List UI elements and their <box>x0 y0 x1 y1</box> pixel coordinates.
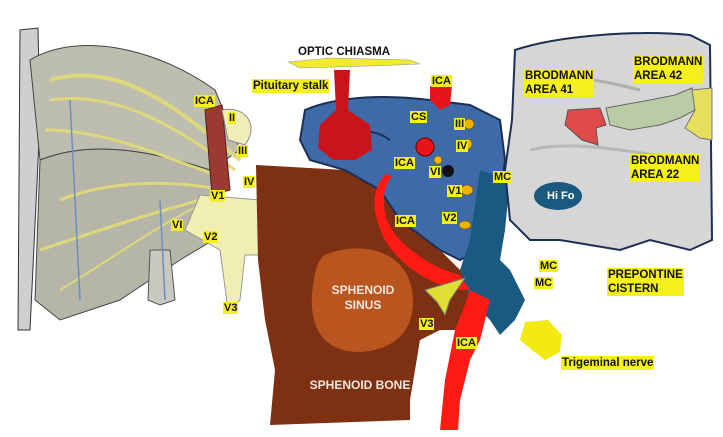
label-center-ica-mid: ICA <box>394 157 415 169</box>
label-center-ica-bottom: ICA <box>456 337 477 349</box>
label-brodmann-22: BRODMANN AREA 22 <box>630 154 701 182</box>
orbit-dissection <box>17 27 277 331</box>
label-prepontine-cistern: PREPONTINE CISTERN <box>607 268 684 296</box>
label-center-v1: V1 <box>447 185 463 197</box>
label-center-iii: III <box>454 118 466 130</box>
label-brodmann-41: BRODMANN AREA 41 <box>524 69 595 97</box>
label-optic-chiasma: OPTIC CHIASMA <box>298 46 390 58</box>
label-sphenoid-sinus: SPHENOID SINUS <box>331 283 395 312</box>
label-left-v3: V3 <box>223 302 239 314</box>
label-hippocampal-formation: Hi Fo <box>547 190 575 202</box>
label-center-vi: VI <box>429 166 442 178</box>
label-mc-b: MC <box>534 277 554 289</box>
label-left-iv: IV <box>243 176 256 188</box>
label-cs: CS <box>410 111 428 123</box>
label-left-ii: II <box>228 112 237 124</box>
label-pituitary-stalk: Pituitary stalk <box>252 79 330 93</box>
label-left-v1: V1 <box>210 190 226 202</box>
label-trigeminal-nerve: Trigeminal nerve <box>561 356 655 370</box>
label-center-v2: V2 <box>442 212 458 224</box>
label-center-v3: V3 <box>419 318 435 330</box>
label-left-v2: V2 <box>203 231 219 243</box>
label-sphenoid-bone: SPHENOID BONE <box>309 378 411 392</box>
label-center-iv: IV <box>456 140 469 152</box>
label-center-ica-top: ICA <box>431 75 452 87</box>
label-mc-a: MC <box>539 260 559 272</box>
label-center-mc: MC <box>493 171 513 183</box>
label-brodmann-42: BRODMANN AREA 42 <box>633 55 704 83</box>
label-center-ica-low: ICA <box>395 215 416 227</box>
label-left-iii: III <box>237 145 249 157</box>
label-left-vi: VI <box>171 219 184 231</box>
label-left-ica: ICA <box>194 95 215 107</box>
